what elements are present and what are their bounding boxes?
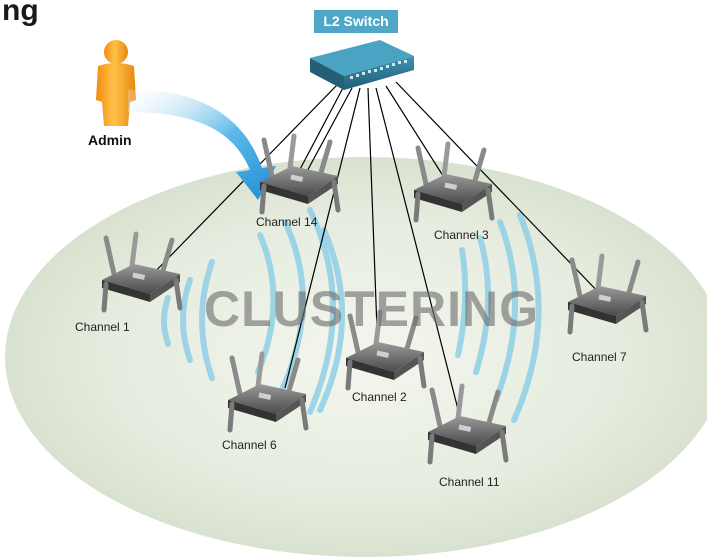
clustering-watermark: CLUSTERING [204, 281, 539, 337]
channel-7-label: Channel 7 [572, 350, 627, 364]
page-title-fragment: ng [2, 0, 39, 27]
channel-6-label: Channel 6 [222, 438, 277, 452]
admin-label: Admin [88, 132, 132, 148]
channel-1-label: Channel 1 [75, 320, 130, 334]
channel-11-label: Channel 11 [439, 475, 500, 489]
arrow-icon [128, 89, 276, 200]
channel-14-label: Channel 14 [256, 215, 318, 229]
channel-2-label: Channel 2 [352, 390, 407, 404]
switch-icon [310, 40, 414, 90]
network-cables [144, 81, 605, 426]
switch-label: L2 Switch [314, 10, 398, 33]
admin-person-icon [96, 40, 136, 126]
channel-3-label: Channel 3 [434, 228, 489, 242]
